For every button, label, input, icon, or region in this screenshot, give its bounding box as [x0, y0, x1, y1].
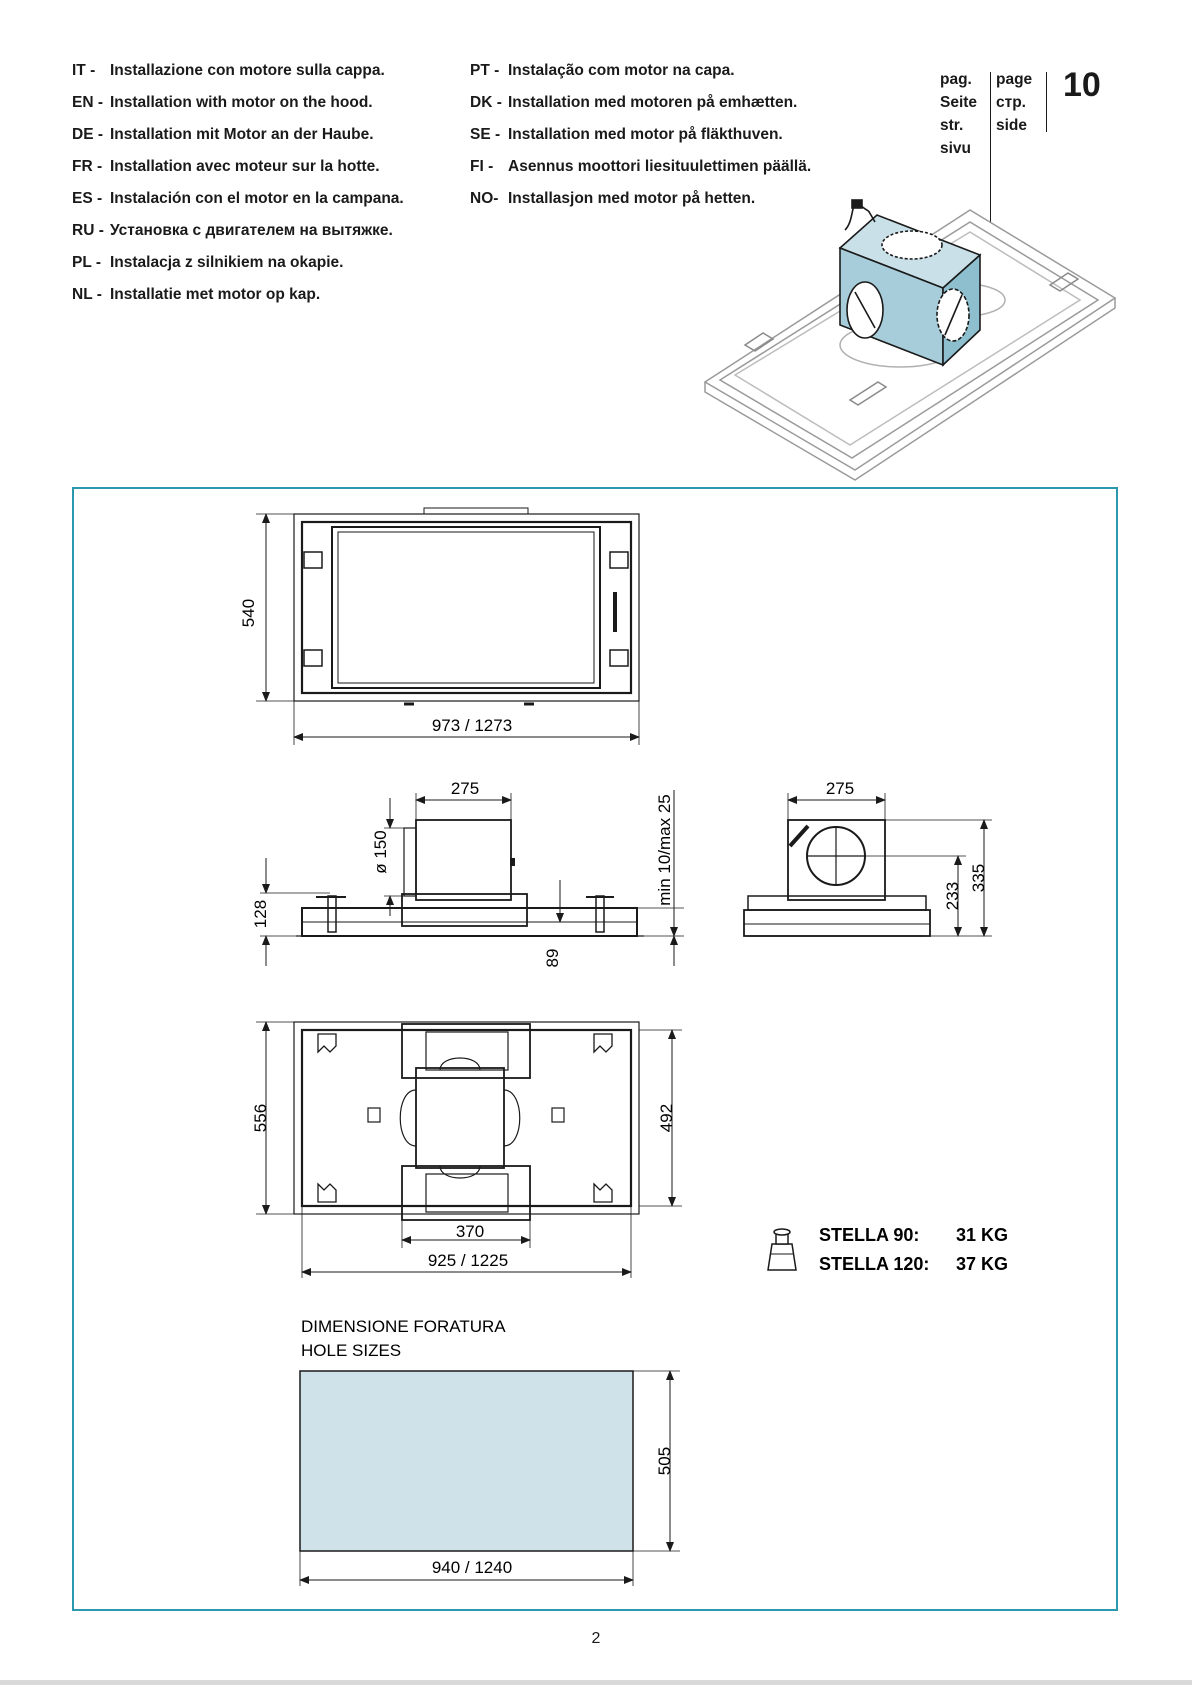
language-line: RU -Установка с двигателем на вытяжке.: [72, 222, 393, 239]
language-line: PT -Instalação com motor na capa.: [470, 62, 735, 79]
dim-top-height: 540: [239, 599, 258, 627]
dim-plan-inner-height: 492: [657, 1104, 676, 1132]
divider: [990, 72, 991, 228]
drawing-frame: [72, 487, 1118, 1611]
weight-model-120: STELLA 120:: [819, 1254, 929, 1274]
dim-plan-motor-width: 370: [456, 1222, 484, 1241]
language-line: SE -Installation med motor på fläkthuven…: [470, 126, 783, 143]
dim-plan-height: 556: [251, 1104, 270, 1132]
language-list-right: PT -Instalação com motor na capa. DK -In…: [470, 62, 811, 222]
dim-plan-width: 925 / 1225: [428, 1251, 508, 1270]
language-line: NL -Installatie met motor op kap.: [72, 286, 321, 303]
hole-sizes-title-1: DIMENSIONE FORATURA: [301, 1317, 506, 1336]
dim-front-motor-width: 275: [451, 779, 479, 798]
language-line: DE -Installation mit Motor an der Haube.: [72, 126, 374, 143]
dim-duct-diameter: ø 150: [371, 830, 390, 873]
dim-bottom-offset: 89: [543, 949, 562, 968]
bottom-rule: [0, 1680, 1192, 1685]
divider: [1046, 72, 1047, 132]
language-line: IT -Installazione con motore sulla cappa…: [72, 62, 385, 79]
dim-side-h1: 233: [943, 882, 962, 910]
language-line: FR -Installation avec moteur sur la hott…: [72, 158, 380, 175]
language-line: NO-Installasjon med motor på hetten.: [470, 190, 756, 207]
page-label-col-1: pag. Seite str. sivu: [940, 71, 978, 157]
dim-hole-width: 940 / 1240: [432, 1558, 512, 1577]
weight-value-120: 37 KG: [956, 1254, 1008, 1274]
dim-min-max: min 10/max 25: [655, 794, 674, 906]
dim-top-width: 973 / 1273: [432, 716, 512, 735]
language-list-left: IT -Installazione con motore sulla cappa…: [72, 62, 404, 318]
plan-view-drawing: [256, 1021, 682, 1278]
weight-value-90: 31 KG: [956, 1225, 1008, 1245]
top-view-drawing: [256, 507, 640, 745]
hole-size-drawing: [299, 1370, 680, 1586]
language-line: PL -Instalacja z silnikiem na okapie.: [72, 254, 344, 271]
side-view-drawing: [743, 793, 992, 937]
section-page-number: 10: [1063, 66, 1101, 104]
weight-icon: [767, 1228, 797, 1271]
language-line: EN -Installation with motor on the hood.: [72, 94, 373, 111]
front-view-drawing: [260, 790, 684, 966]
dim-hole-height: 505: [655, 1447, 674, 1475]
page-number: 2: [591, 1630, 601, 1647]
hole-sizes-title-2: HOLE SIZES: [301, 1341, 401, 1360]
dim-side-motor-width: 275: [826, 779, 854, 798]
weight-model-90: STELLA 90:: [819, 1225, 919, 1245]
language-line: DK -Installation med motoren på emhætten…: [470, 94, 798, 111]
language-line: ES -Instalación con el motor en la campa…: [72, 190, 404, 207]
language-line: FI -Asennus moottori liesituulettimen pä…: [470, 158, 812, 175]
dim-side-h2: 335: [969, 864, 988, 892]
motor-box-illustration: [838, 199, 982, 367]
page-label-col-2: page стр. side: [996, 71, 1033, 134]
dim-side-height: 128: [251, 900, 270, 928]
